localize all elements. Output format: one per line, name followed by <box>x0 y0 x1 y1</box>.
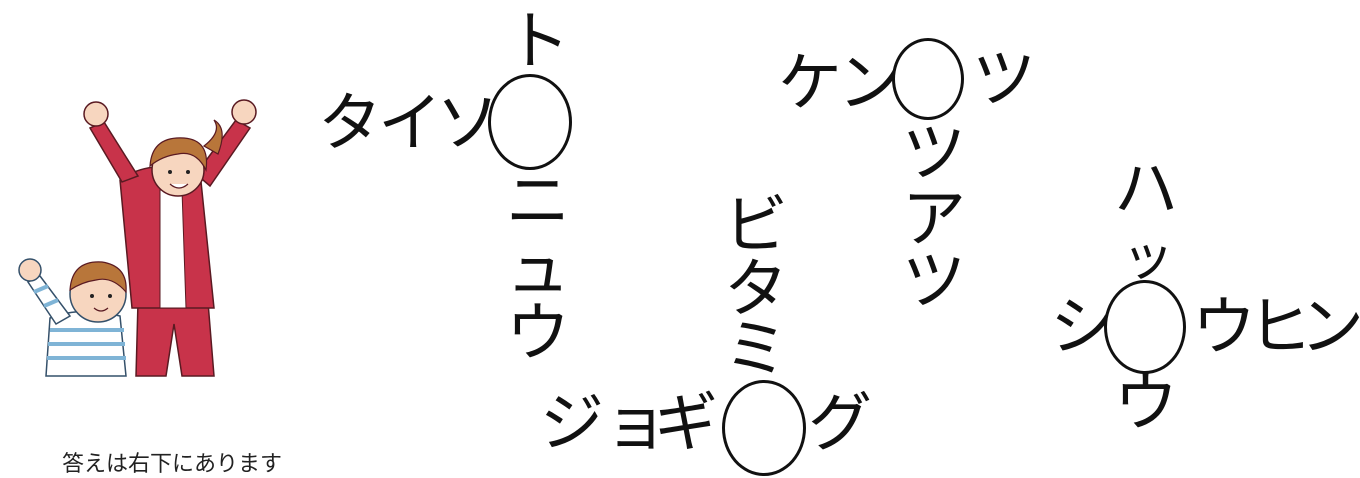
puzzle-2-answer-circle[interactable] <box>892 38 964 120</box>
puzzle-1-down-char-3: ニ <box>506 165 570 239</box>
mother-hair <box>149 137 208 173</box>
puzzle-1-down-char-5: ウ <box>506 297 570 371</box>
child-hair <box>69 261 127 294</box>
puzzle-1-down-char-4: ュ <box>506 233 570 307</box>
puzzle-1-answer-circle[interactable] <box>488 74 572 170</box>
puzzle-3-across-char-5: グ <box>808 387 872 461</box>
puzzle-2-down-char-4: ツ <box>902 245 966 319</box>
puzzle-3-down-char-1: ビ <box>724 189 788 263</box>
puzzle-2-down-char-2: ツ <box>902 117 966 191</box>
puzzle-2-across-char-2: ン <box>838 47 902 121</box>
puzzle-2-across-char-1: ケ <box>778 47 842 121</box>
mother-left-arm <box>88 121 140 183</box>
puzzle-1-across-char-2: イ <box>378 87 442 161</box>
child-hand <box>18 258 42 282</box>
mother-left-fist <box>83 101 109 127</box>
puzzle-2-down-char-3: ア <box>902 183 966 257</box>
puzzle-sheet: タ イ ソ ト ニ ュ ウ ケ ン ツ ツ ア ツ ビ タ ミ ジ ョ ギ グ … <box>18 5 1360 477</box>
puzzle-1-down-char-1: ト <box>506 5 570 79</box>
puzzle-3-across-char-2: ョ <box>604 387 668 461</box>
mother-pants <box>135 301 215 377</box>
child-arm <box>26 275 72 325</box>
answer-location-hint: 答えは右下にあります <box>62 452 283 477</box>
puzzle-4-down-char-2: ッ <box>1122 228 1175 288</box>
cheering-family-illustration <box>18 99 257 377</box>
mother-right-fist <box>231 99 257 125</box>
puzzle-3-across-char-3: ギ <box>654 387 718 461</box>
puzzle-3-down-char-2: タ <box>724 253 788 327</box>
puzzle-4-down-char-4: ウ <box>1114 367 1178 441</box>
puzzle-4-answer-circle[interactable] <box>1104 280 1186 374</box>
mother-right-arm <box>194 119 252 188</box>
puzzle-3-down-char-3: ミ <box>724 313 788 387</box>
puzzle-3-answer-circle[interactable] <box>722 380 806 476</box>
puzzle-3-across-char-1: ジ <box>540 387 604 461</box>
puzzle-4-down-char-1: ハ <box>1114 153 1178 227</box>
puzzle-4-across-char-5: ン <box>1300 291 1360 365</box>
puzzle-2-across-char-4: ツ <box>972 43 1036 117</box>
puzzle-4-across-char-1: シ <box>1050 291 1114 365</box>
puzzle-1-across-char-1: タ <box>318 87 382 161</box>
puzzle-4-across-char-3: ウ <box>1192 291 1256 365</box>
puzzle-4-across-char-4: ヒ <box>1248 291 1312 365</box>
